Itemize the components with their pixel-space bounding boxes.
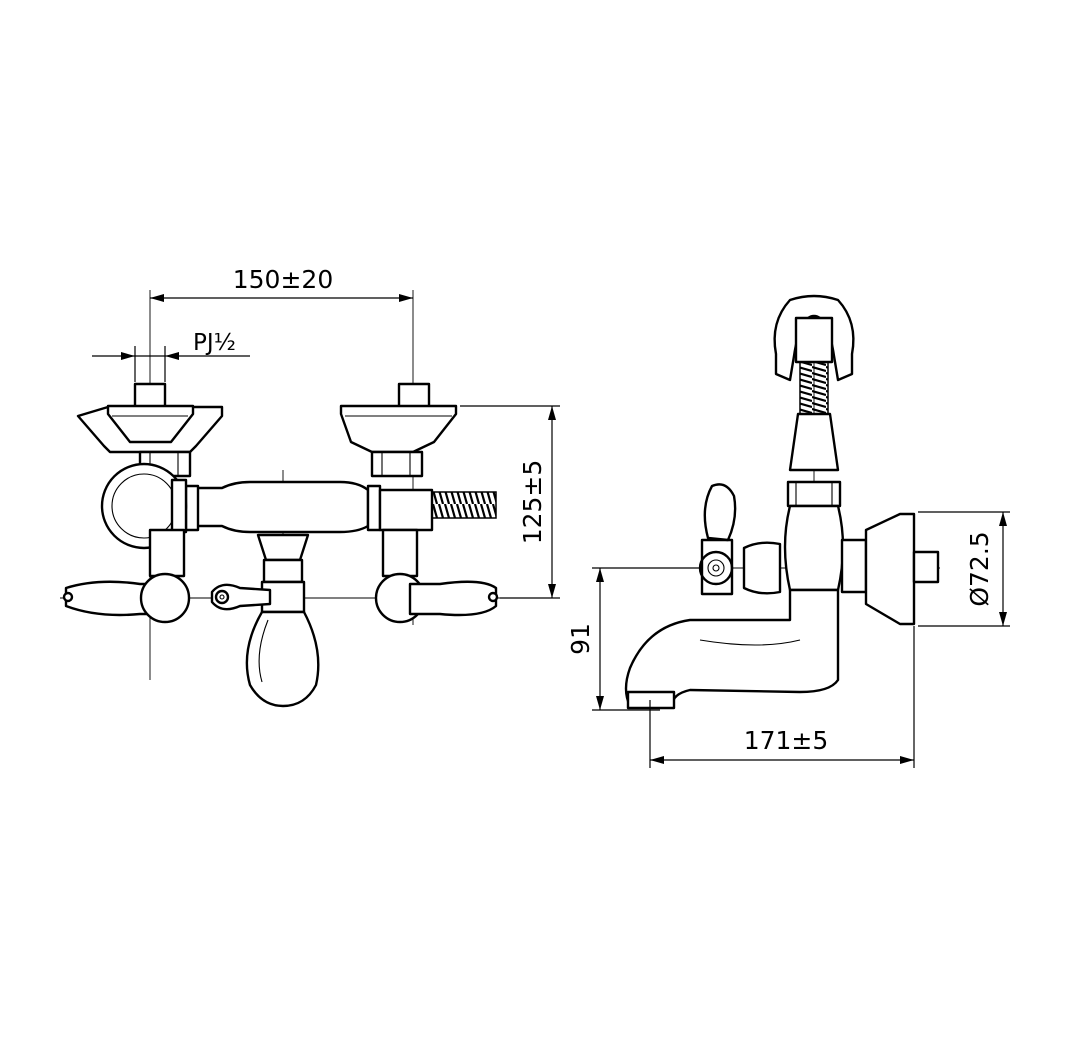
right-handle (374, 528, 499, 624)
mixer-body (184, 480, 497, 534)
side-spout (624, 588, 840, 710)
dim-inlet-thread-label: PJ½ (193, 330, 236, 356)
diverter-knob (100, 462, 188, 550)
dim-center-distance: 150±20 (150, 265, 413, 302)
center-spout (210, 533, 320, 708)
side-body (698, 480, 940, 626)
front-view: 150±20 PJ½ 125±5 (60, 265, 560, 708)
dim-spout-drop: 91 (566, 567, 700, 711)
shower-holder (773, 294, 855, 472)
dim-spout-drop-label: 91 (566, 623, 595, 655)
dim-height: 125±5 (460, 405, 560, 599)
dim-center-distance-label: 150±20 (233, 265, 333, 294)
dim-inlet-thread: PJ½ (92, 330, 250, 382)
dim-projection-label: 171±5 (744, 726, 829, 755)
dim-flange-diameter: Ø72.5 (918, 511, 1010, 627)
left-handle (62, 528, 191, 624)
dim-height-label: 125±5 (518, 460, 547, 545)
dim-flange-diameter-label: Ø72.5 (965, 531, 994, 606)
right-inlet-assembly (339, 382, 458, 478)
side-view: 91 171±5 Ø72.5 (566, 294, 1010, 768)
dim-projection: 171±5 (649, 626, 915, 768)
left-inlet-assembly (76, 382, 224, 478)
